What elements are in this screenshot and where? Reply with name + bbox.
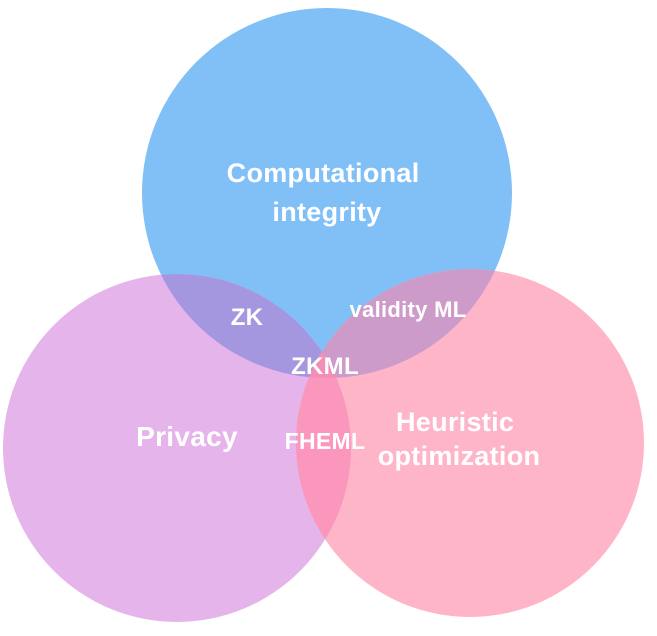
label-privacy: Privacy [136,421,238,452]
label-validity-ml: validity ML [350,297,467,322]
overlap-region-validity-ml [296,269,512,378]
label-fheml: FHEML [285,428,366,454]
label-zkml: ZKML [291,353,359,380]
label-zk: ZK [231,304,264,331]
label-computational-integrity-line2: integrity [272,197,381,227]
label-heuristic-optimization: Heuristic optimization [378,407,541,471]
label-computational-integrity: Computational integrity [227,158,428,227]
overlap-region-zk [142,274,351,378]
label-computational-integrity-line1: Computational [227,158,420,188]
label-heuristic-optimization-line1: Heuristic [396,407,514,437]
label-heuristic-optimization-line2: optimization [378,441,541,471]
